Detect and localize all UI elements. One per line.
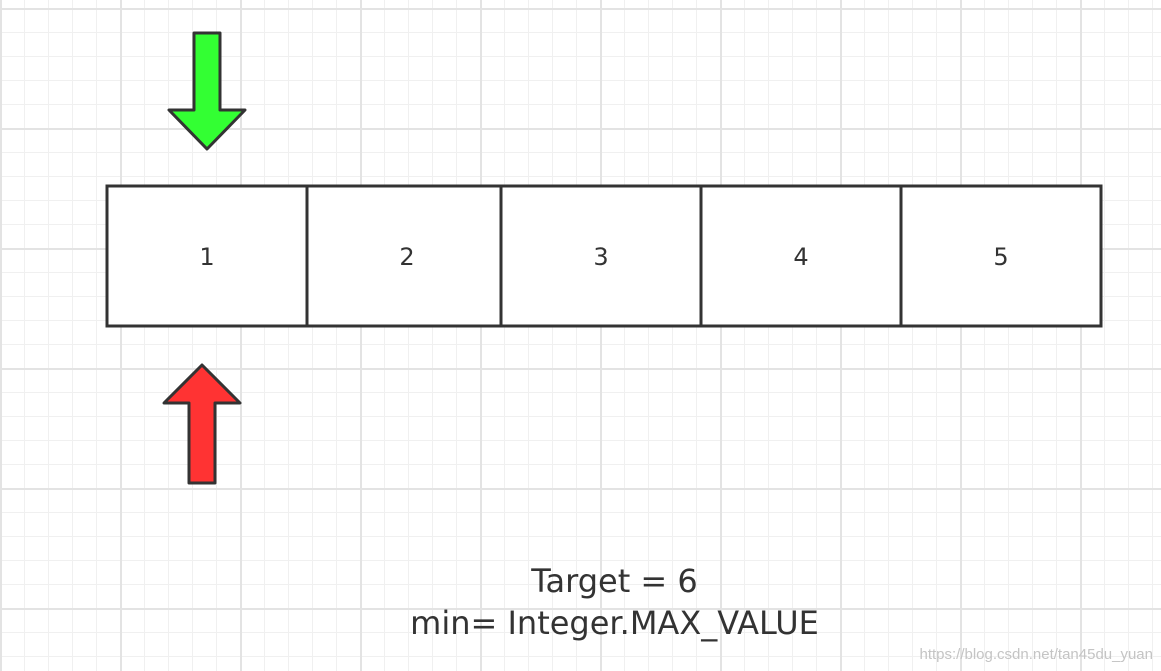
array-cell-label-5: 5 — [993, 243, 1008, 271]
array-cell-2 — [305, 184, 503, 328]
green-down-arrow-icon — [167, 31, 247, 151]
array-cell-label-1: 1 — [199, 243, 214, 271]
array-cells: 1 2 3 4 5 — [105, 184, 1103, 328]
array-cell-label-2: 2 — [399, 243, 414, 271]
array-cell-5 — [899, 184, 1103, 328]
array-cell-label-3: 3 — [593, 243, 608, 271]
watermark: https://blog.csdn.net/tan45du_yuan — [919, 646, 1153, 663]
min-caption: min= Integer.MAX_VALUE — [410, 604, 819, 642]
target-caption: Target = 6 — [531, 562, 698, 600]
array-cell-1 — [105, 184, 309, 328]
array-cell-label-4: 4 — [793, 243, 808, 271]
red-up-arrow-icon — [162, 363, 242, 485]
array-cell-3 — [499, 184, 703, 328]
